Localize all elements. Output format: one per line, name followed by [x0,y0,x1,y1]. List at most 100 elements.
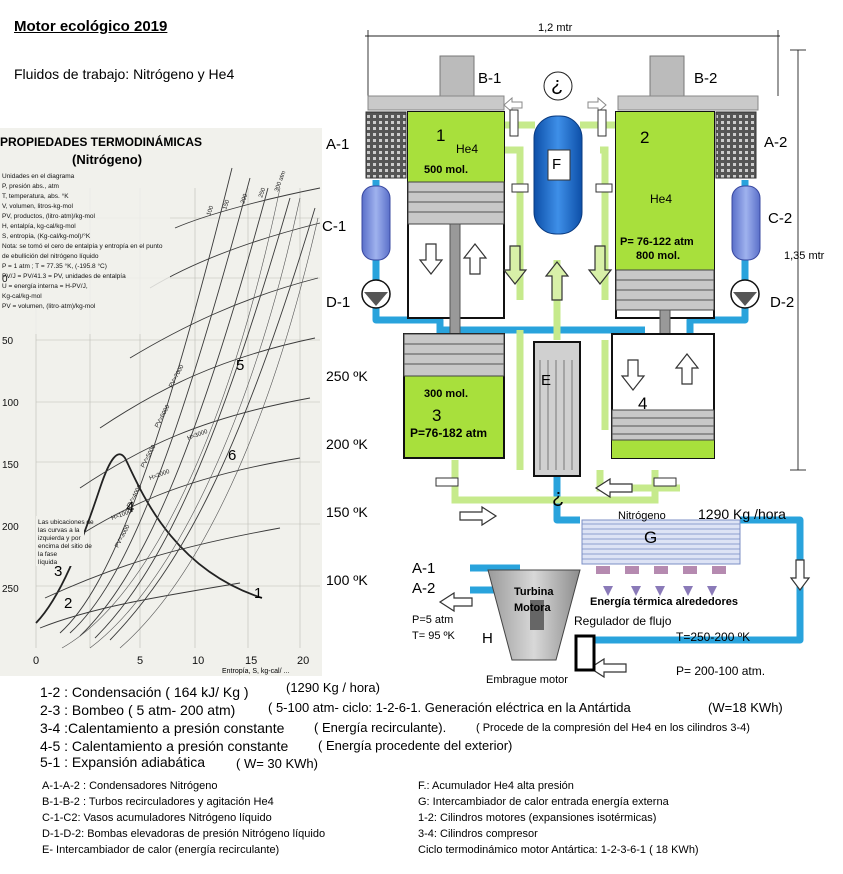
label-b2: B-2 [694,70,717,87]
temp-range-label: T=250-200 ºK [676,630,750,644]
chart-legend-line: H, entalpía, kg-cal/kg-mol [2,223,76,230]
page-subtitle: Fluidos de trabajo: Nitrógeno y He4 [14,66,234,82]
process-3-4-note: ( Procede de la compresión del He4 en lo… [476,722,750,734]
cyl1-mol: 500 mol. [424,164,468,176]
chart-legend-line: Nota: se tomó el cero de entalpía y entr… [2,243,163,250]
legend-right-item: Ciclo termodinámico motor Antártica: 1-2… [418,844,699,856]
chart-note-line: la fase [38,551,58,558]
regulator-label: Regulador de flujo [574,614,671,628]
g-energy-label: Energía térmica alrededores [590,596,738,608]
page-title: Motor ecológico 2019 [14,18,167,35]
legend-left-item: D-1-D-2: Bombas elevadoras de presión Ni… [42,828,325,840]
legend-right-item: 1-2: Cilindros motores (expansiones isot… [418,812,656,824]
chart-left-tick: 100 [2,398,19,409]
chart-legend-line: Unidades en el diagrama [2,173,75,180]
chart-left-tick: 150 [2,460,19,471]
turbine-letter-h: H [482,630,493,647]
label-accumulator-f: F [552,156,561,173]
question-mark-top: ¿ [551,74,563,97]
process-1-2-flow: (1290 Kg / hora) [286,680,380,695]
chart-title: PROPIEDADES TERMODINÁMICAS [0,134,202,149]
temp-label-100: 100 ºK [326,572,368,588]
chart-x-tick: 20 [297,655,309,667]
chart-legend-line: T, temperatura, abs. °K [2,192,69,200]
turbine-name-1: Turbina [514,586,554,598]
turbine-name-2: Motora [514,602,551,614]
chart-x-axis-label: Entropía, S, kg-cal/ ... [222,668,289,675]
inlet-a1: A-1 [412,560,435,577]
legend-left-item: E- Intercambiador de calor (energía reci… [42,844,279,856]
legend-left-item: C-1-C2: Vasos acumuladores Nitrógeno líq… [42,812,272,824]
chart-legend-line: PV = volumen, (litro·atm)/kg-mol [2,303,96,310]
inlet-a2: A-2 [412,580,435,597]
legend-right-item: F.: Acumulador He4 alta presión [418,780,574,792]
pressure-range-label: P= 200-100 atm. [676,664,765,678]
g-letter: G [644,528,657,548]
process-5-1-power: ( W= 30 KWh) [236,756,318,771]
chart-legend-line: S, entropía, (Kg-cal/kg-mol)/°K [2,232,91,240]
label-exchanger-e: E [541,372,551,389]
chart-note-line: izquierda y por [38,535,81,542]
chart-x-tick: 0 [33,655,39,667]
cyl2-number: 2 [640,128,649,148]
chart-legend-line: U = energía interna = H-PV/J, [2,283,88,290]
temp-label-150: 150 ºK [326,504,368,520]
chart-left-tick: 50 [2,336,14,347]
cyl3-number: 3 [432,406,441,426]
process-2-3-power: (W=18 KWh) [708,700,783,715]
chart-point-6: 6 [228,447,236,464]
label-a2: A-2 [764,134,787,151]
temp-label-200: 200 ºK [326,436,368,452]
chart-x-tick: 15 [245,655,257,667]
cyl4-number: 4 [638,394,647,414]
turbine-out-temp: T= 95 ºK [412,630,455,642]
chart-legend-line: Kg-cal/kg-mol [2,293,42,300]
chart-legend-line: P, presión abs., atm [2,183,59,190]
cyl1-gas: He4 [456,142,478,156]
legend-right-item: 3-4: Cilindros compresor [418,828,538,840]
chart-point-3: 3 [54,563,62,580]
chart-point-4: 4 [126,499,134,516]
cyl2-mol: 800 mol. [636,250,680,262]
chart-left-tick: 0 [2,274,8,285]
process-1-2: 1-2 : Condensación ( 164 kJ/ Kg ) [40,684,249,700]
chart-note-line: Las ubicaciones de [38,519,94,526]
chart-legend-line: de ebullición del nitrógeno líquido [2,253,99,260]
cyl3-mol: 300 mol. [424,388,468,400]
chart-legend-line: PV/J = PV/41.3 = PV, unidades de entalpí… [2,273,126,280]
legend-left-item: B-1-B-2 : Turbos recirculadores y agitac… [42,796,274,808]
chart-x-tick: 5 [137,655,143,667]
chart-note-line: las curvas a la [38,527,80,534]
clutch-label: Embrague motor [486,674,568,686]
temp-label-250: 250 ºK [326,368,368,384]
question-mark-bottom: ¿ [552,486,564,509]
label-c1: C-1 [322,218,346,235]
label-d2: D-2 [770,294,794,311]
label-d1: D-1 [326,294,350,311]
label-b1: B-1 [478,70,501,87]
label-a1: A-1 [326,136,349,153]
g-flow-label: 1290 Kg /hora [698,506,786,522]
turbine-out-pressure: P=5 atm [412,614,453,626]
chart-point-2: 2 [64,595,72,612]
chart-x-tick: 10 [192,655,204,667]
process-4-5: 4-5 : Calentamiento a presión constante [40,738,288,754]
process-4-5-energy: ( Energía procedente del exterior) [318,738,512,753]
process-2-3: 2-3 : Bombeo ( 5 atm- 200 atm) [40,702,235,718]
cyl2-gas: He4 [650,192,672,206]
chart-legend-line: PV, productos, (litro·atm)/kg-mol [2,213,96,220]
chart-left-tick: 200 [2,522,19,533]
dimension-height: 1,35 mtr [784,250,824,262]
chart-left-tick: 250 [2,584,19,595]
label-c2: C-2 [768,210,792,227]
legend-left-item: A-1-A-2 : Condensadores Nitrógeno [42,780,217,792]
cyl3-pressure: P=76-182 atm [410,426,487,440]
dimension-width: 1,2 mtr [538,22,572,34]
process-2-3-cycle: ( 5-100 atm- ciclo: 1-2-6-1. Generación … [268,700,631,715]
chart-point-1: 1 [254,585,262,602]
cyl2-pressure: P= 76-122 atm [620,236,694,248]
chart-substance: (Nitrógeno) [72,152,142,167]
chart-legend-line: P = 1 atm ; T = 77.35 °K, (-195.8 °C) [2,262,107,270]
process-3-4: 3-4 :Calentamiento a presión constante [40,720,284,736]
legend-right-item: G: Intercambiador de calor entrada energ… [418,796,669,808]
